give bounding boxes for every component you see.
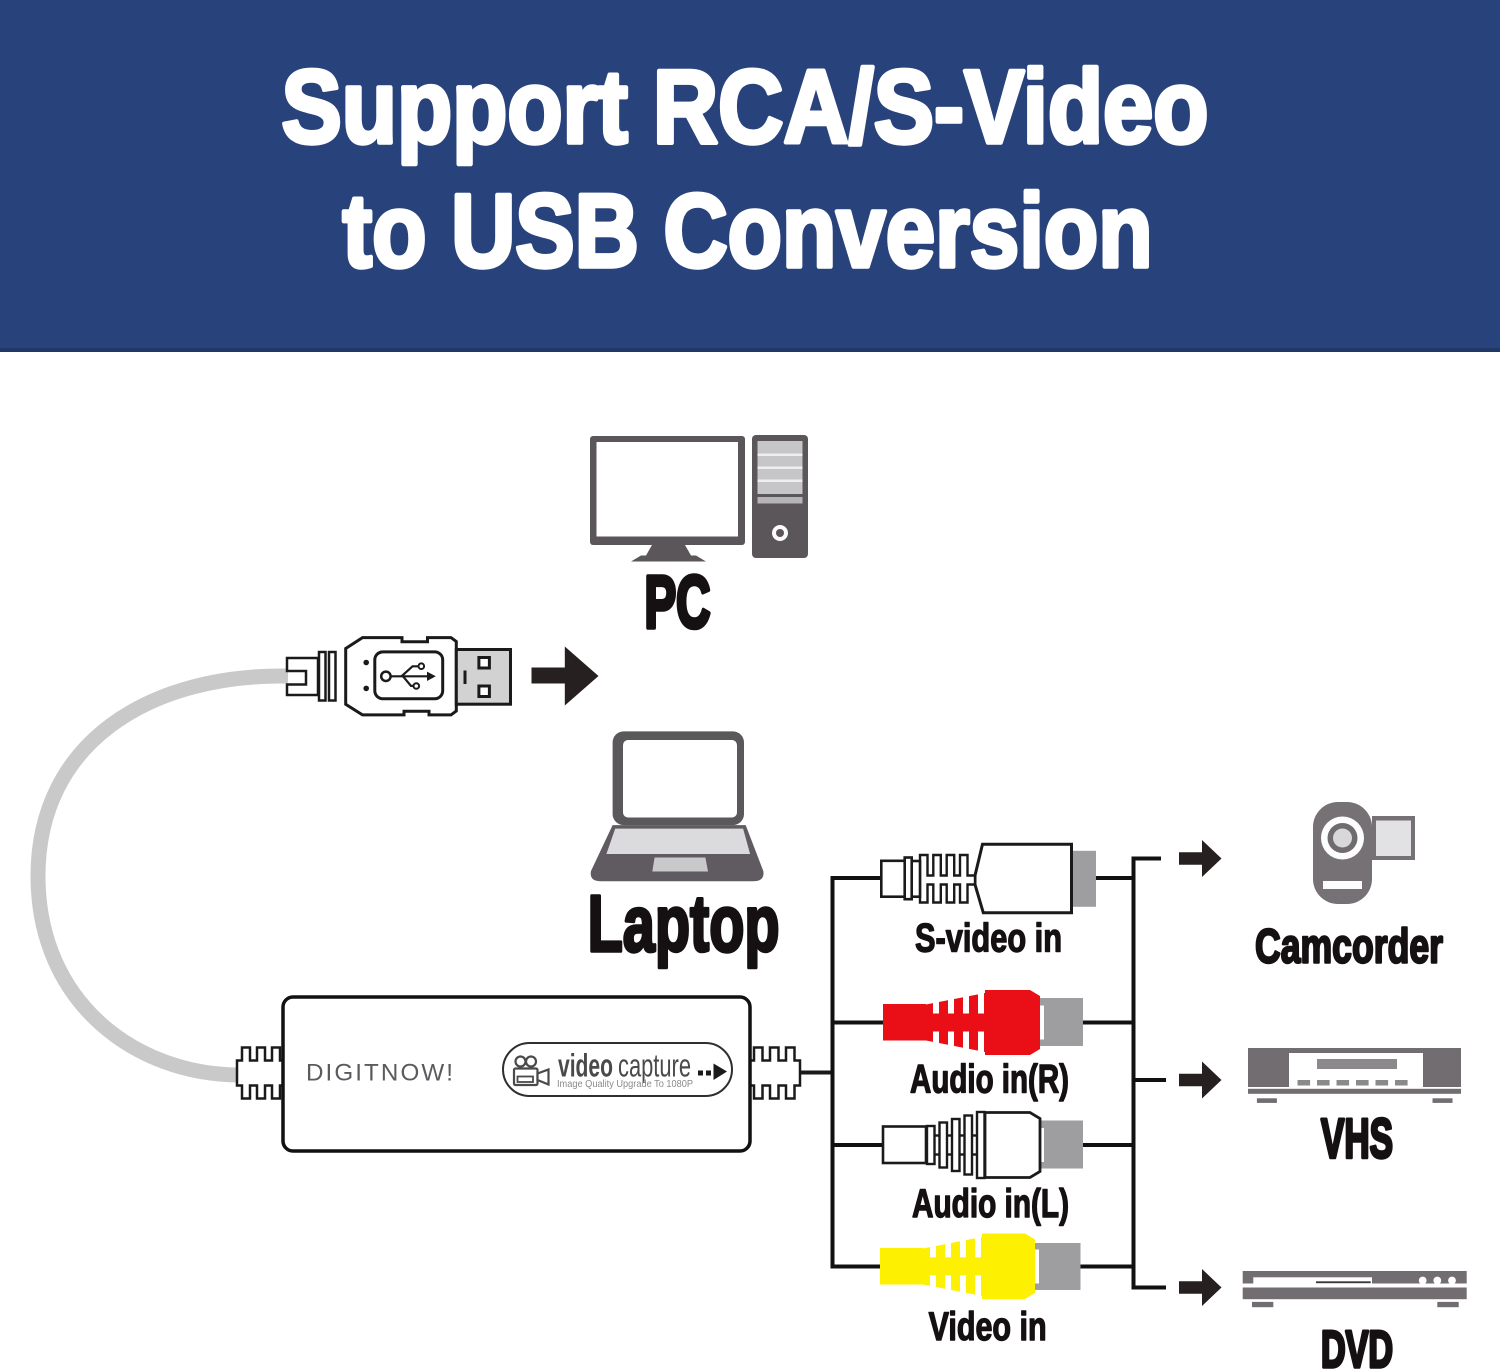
svg-text:Image Quality Upgrade To 1080P: Image Quality Upgrade To 1080P: [557, 1079, 693, 1090]
svg-text:Support RCA/S-Video: Support RCA/S-Video: [282, 50, 1209, 166]
svg-text:VHS: VHS: [1321, 1107, 1393, 1170]
svg-text:video: video: [558, 1048, 613, 1084]
svg-text:Video in: Video in: [929, 1305, 1047, 1349]
svg-text:Audio in(L): Audio in(L): [912, 1182, 1069, 1226]
svg-text:S-video in: S-video in: [915, 917, 1062, 961]
svg-text:Audio in(R): Audio in(R): [910, 1058, 1069, 1102]
svg-text:to USB Conversion: to USB Conversion: [343, 174, 1153, 290]
svg-text:PC: PC: [645, 561, 711, 644]
svg-text:capture: capture: [618, 1048, 691, 1084]
svg-text:Laptop: Laptop: [588, 879, 780, 968]
svg-text:DVD: DVD: [1321, 1321, 1393, 1370]
svg-text:Camcorder: Camcorder: [1255, 920, 1443, 974]
